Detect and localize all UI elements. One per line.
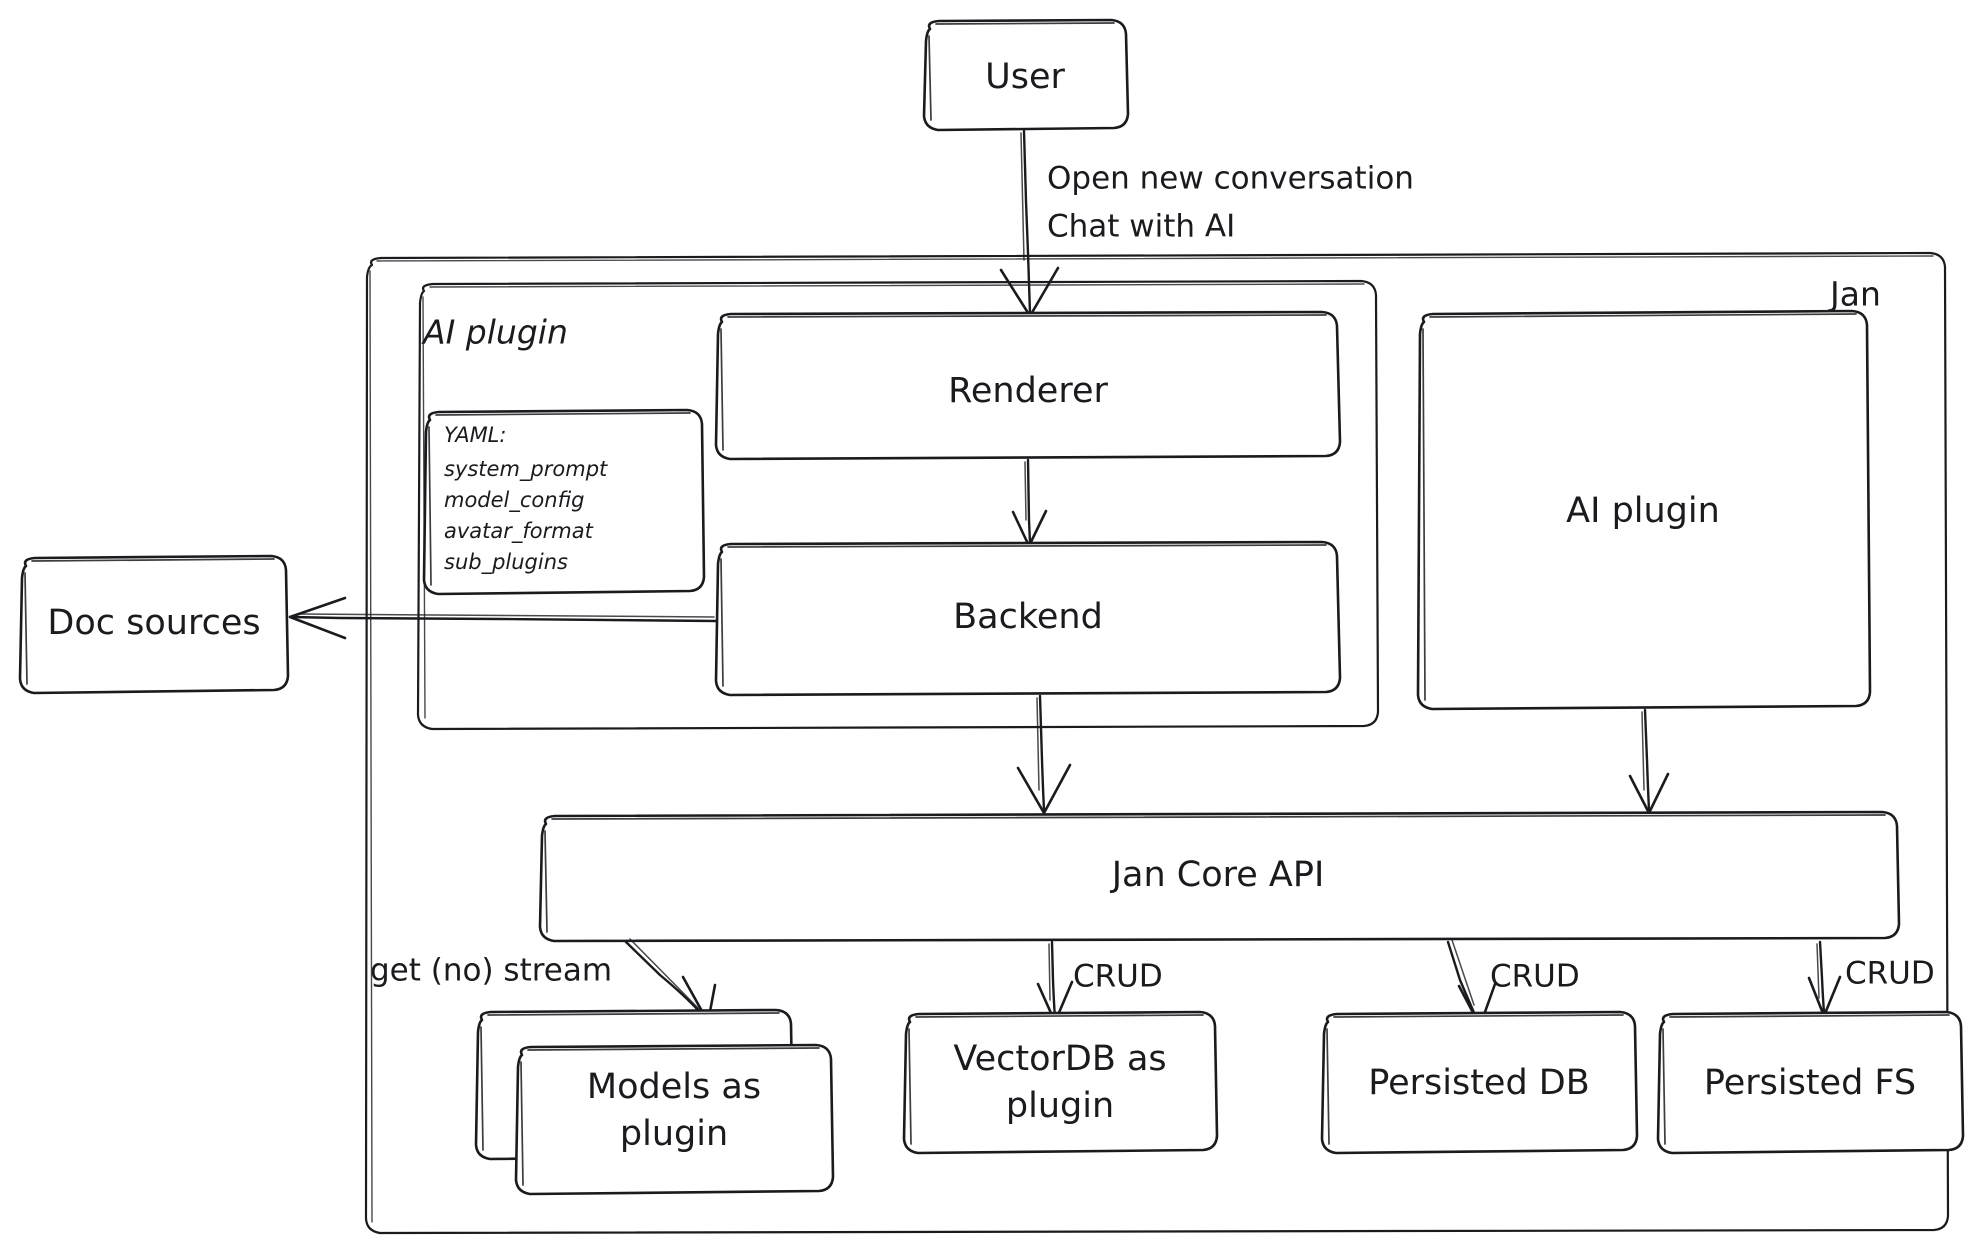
node-models-as-plugin-label-line1: Models as [587, 1067, 761, 1107]
node-backend-label: Backend [953, 597, 1103, 637]
node-ai-plugin[interactable]: AI plugin [1416, 309, 1872, 711]
node-user[interactable]: User [922, 18, 1130, 132]
node-ai-plugin-label: AI plugin [1566, 491, 1720, 531]
note-yaml: YAML: system_prompt model_config avatar_… [422, 408, 706, 596]
edge-core-to-models-label: get (no) stream [370, 953, 612, 989]
edge-user-to-renderer: Open new conversation Chat with AI [999, 129, 1414, 318]
edge-user-label-line1: Open new conversation [1047, 161, 1414, 197]
node-jan-core-api-label: Jan Core API [1110, 855, 1325, 895]
node-renderer[interactable]: Renderer [714, 310, 1342, 461]
node-vectordb-as-plugin-label-line1: VectorDB as [953, 1039, 1166, 1079]
node-vectordb-as-plugin-label-line2: plugin [1006, 1086, 1114, 1126]
note-yaml-item-2: avatar_format [444, 519, 594, 544]
edge-core-to-vectordb-label: CRUD [1073, 959, 1163, 995]
edge-backend-to-core [1016, 694, 1072, 815]
node-doc-sources[interactable]: Doc sources [18, 554, 290, 695]
node-models-as-plugin[interactable]: Models as plugin [474, 1008, 835, 1196]
edge-core-to-persisted-fs-label: CRUD [1845, 956, 1935, 992]
node-backend[interactable]: Backend [714, 540, 1342, 697]
note-yaml-item-0: system_prompt [444, 457, 608, 482]
node-persisted-db-label: Persisted DB [1368, 1063, 1590, 1103]
node-models-as-plugin-label-line2: plugin [620, 1114, 728, 1154]
node-user-label: User [985, 57, 1065, 97]
note-yaml-item-3: sub_plugins [444, 550, 568, 575]
edge-user-label-line2: Chat with AI [1047, 209, 1235, 245]
edge-core-to-persisted-fs: CRUD [1807, 940, 1935, 1018]
edge-core-to-vectordb: CRUD [1036, 940, 1163, 1024]
edge-core-to-persisted-db-label: CRUD [1490, 959, 1580, 995]
group-ai-plugin-label: AI plugin [421, 313, 568, 352]
edge-backend-to-doc-sources [288, 596, 718, 640]
node-renderer-label: Renderer [948, 371, 1108, 411]
group-jan-label: Jan [1828, 275, 1881, 314]
node-persisted-db[interactable]: Persisted DB [1320, 1010, 1639, 1155]
note-yaml-item-1: model_config [444, 488, 585, 513]
node-doc-sources-label: Doc sources [47, 603, 260, 643]
edge-ai-plugin-to-core [1628, 708, 1670, 815]
node-persisted-fs-label: Persisted FS [1704, 1063, 1916, 1103]
edge-core-to-models: get (no) stream [370, 938, 717, 1024]
edge-renderer-to-backend [1011, 458, 1048, 548]
note-yaml-header: YAML: [444, 423, 506, 447]
node-persisted-fs[interactable]: Persisted FS [1656, 1010, 1965, 1155]
node-jan-core-api[interactable]: Jan Core API [538, 810, 1901, 943]
node-vectordb-as-plugin[interactable]: VectorDB as plugin [902, 1010, 1219, 1155]
